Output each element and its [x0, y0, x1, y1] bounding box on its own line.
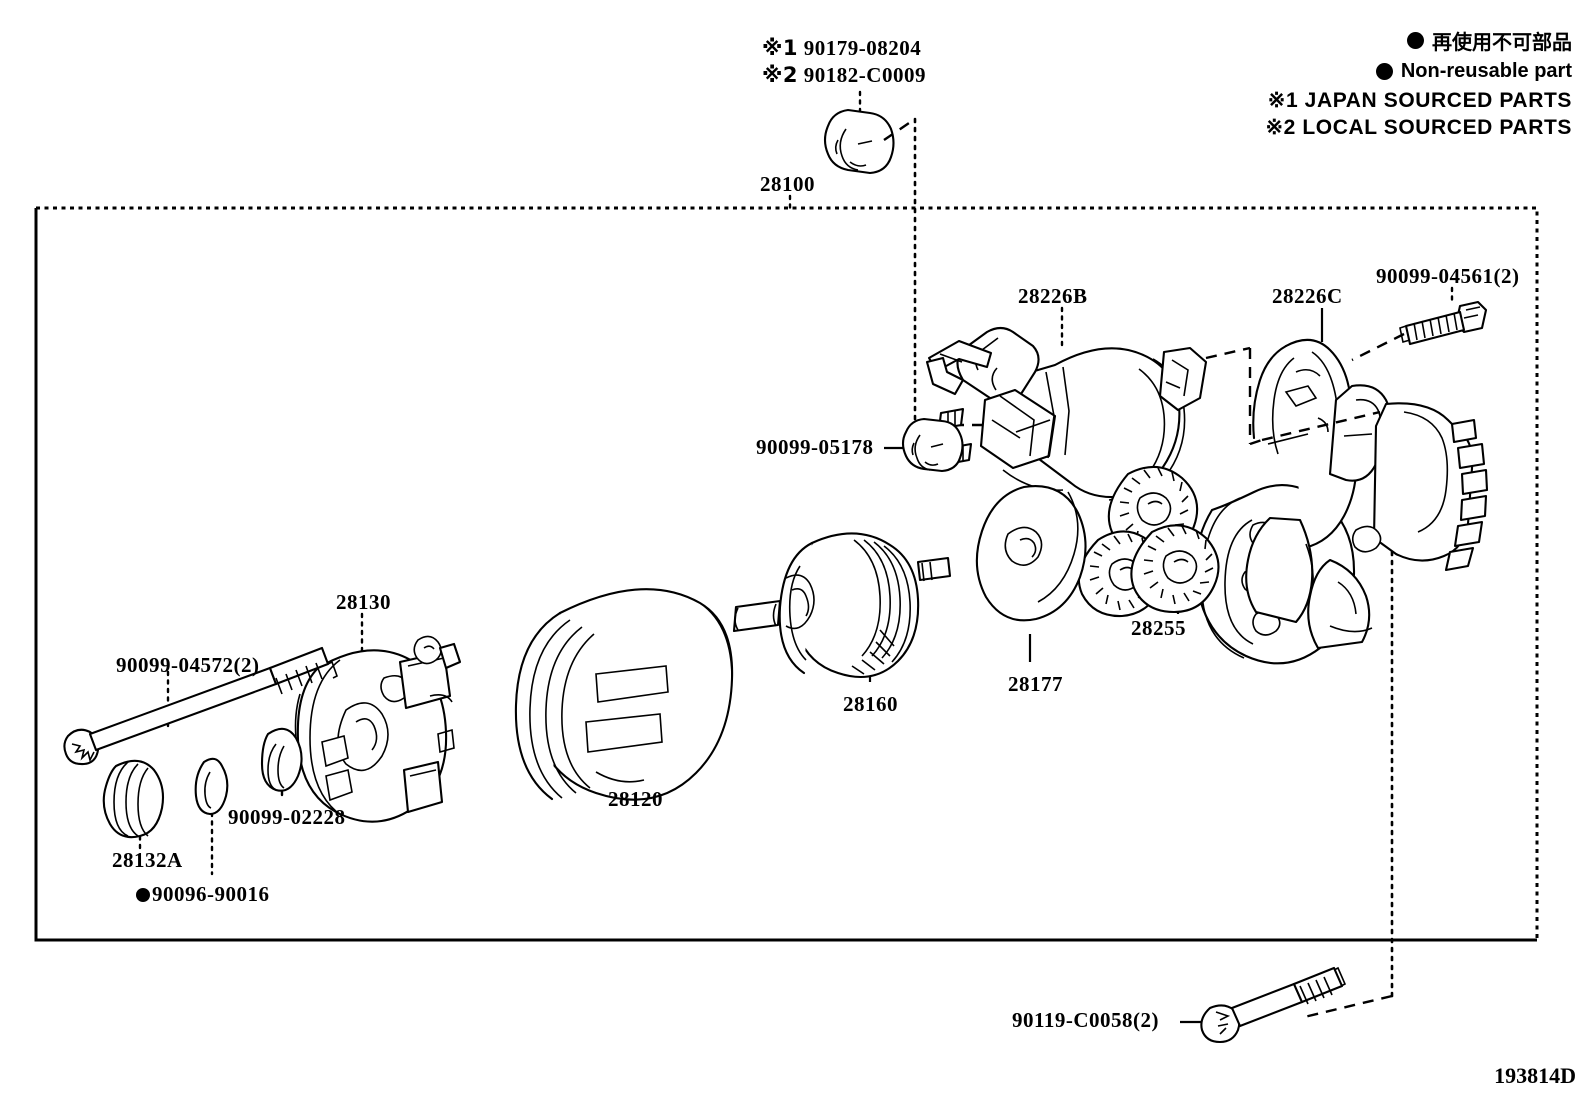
legend: 再使用不可部品 Non-reusable part ※1 JAPAN SOURC…	[1265, 26, 1572, 140]
gear-3	[1130, 524, 1220, 614]
legend-nonreusable-jp: 再使用不可部品	[1432, 30, 1572, 54]
part-label-90119-C0058: 90119-C0058(2)	[1012, 1008, 1159, 1032]
part-label-28120: 28120	[608, 787, 663, 811]
note-star-2: ※2	[762, 63, 799, 87]
part-label-90096-90016: 90096-90016	[152, 882, 270, 906]
part-label-28177: 28177	[1008, 672, 1063, 696]
leader-90119-dash	[1299, 994, 1393, 1020]
note-japan-sourced-number: ※1 90179-08204	[762, 36, 921, 60]
part-label-90099-02228: 90099-02228	[228, 805, 346, 829]
ring-gear-teeth	[1444, 418, 1489, 572]
part-art-90099-04572-bolt	[63, 646, 338, 766]
legend-row-jp: 再使用不可部品	[1265, 26, 1572, 55]
legend-nonreusable-en: Non-reusable part	[1400, 60, 1572, 82]
legend-japan-sourced: ※1 JAPAN SOURCED PARTS	[1267, 89, 1572, 112]
part-label-90096-90016-wrap: 90096-90016	[136, 882, 270, 906]
part-art-28255-gears	[1077, 465, 1220, 618]
nonreusable-dot-icon-en	[1375, 63, 1393, 80]
note-star-1: ※1	[762, 36, 799, 60]
note-number-1: 90179-08204	[803, 36, 922, 60]
part-label-28226C: 28226C	[1272, 284, 1343, 308]
part-art-28226B-solenoid	[925, 306, 1208, 507]
legend-row-en: Non-reusable part	[1265, 60, 1572, 83]
part-art-90119-C0058-bolt	[1180, 966, 1347, 1044]
assembly-dash-28226C-mid	[1261, 410, 1381, 442]
assembly-dash-28226B	[1205, 346, 1252, 444]
part-art-28177-plate	[975, 485, 1087, 662]
part-label-28132A: 28132A	[112, 848, 183, 872]
part-label-90099-04561: 90099-04561(2)	[1376, 264, 1520, 288]
part-art-28132A-cap	[102, 759, 165, 852]
nonreusable-dot-icon	[1407, 32, 1424, 49]
part-art-90099-04561-bolt	[1351, 286, 1488, 362]
assembly-dash-28226C-left	[1249, 438, 1263, 446]
diagram-code: 193814D	[1494, 1063, 1576, 1088]
nonreusable-dot-icon-90096	[136, 888, 150, 902]
part-label-28130: 28130	[336, 590, 391, 614]
part-label-28160: 28160	[843, 692, 898, 716]
part-label-28100: 28100	[760, 172, 815, 196]
part-label-28226B: 28226B	[1018, 284, 1088, 308]
note-number-2: 90182-C0009	[803, 63, 926, 87]
note-local-sourced-number: ※2 90182-C0009	[762, 63, 926, 87]
part-art-28226C-housing	[1194, 308, 1489, 665]
part-label-90099-05178: 90099-05178	[756, 435, 874, 459]
part-art-90099-02228-washer	[260, 727, 303, 802]
part-art-top-nut	[823, 90, 895, 175]
part-label-28255: 28255	[1131, 616, 1186, 640]
part-label-90099-04572: 90099-04572(2)	[116, 653, 260, 677]
assembly-boundary-box	[34, 206, 1539, 942]
part-art-90099-05178-nut	[884, 417, 964, 473]
part-art-90096-90016-oring	[194, 757, 229, 876]
part-art-28160-armature	[732, 532, 952, 682]
part-art-28130-endcover	[294, 612, 462, 823]
part-art-28120-yoke	[514, 588, 734, 801]
legend-local-sourced: ※2 LOCAL SOURCED PARTS	[1265, 116, 1572, 139]
